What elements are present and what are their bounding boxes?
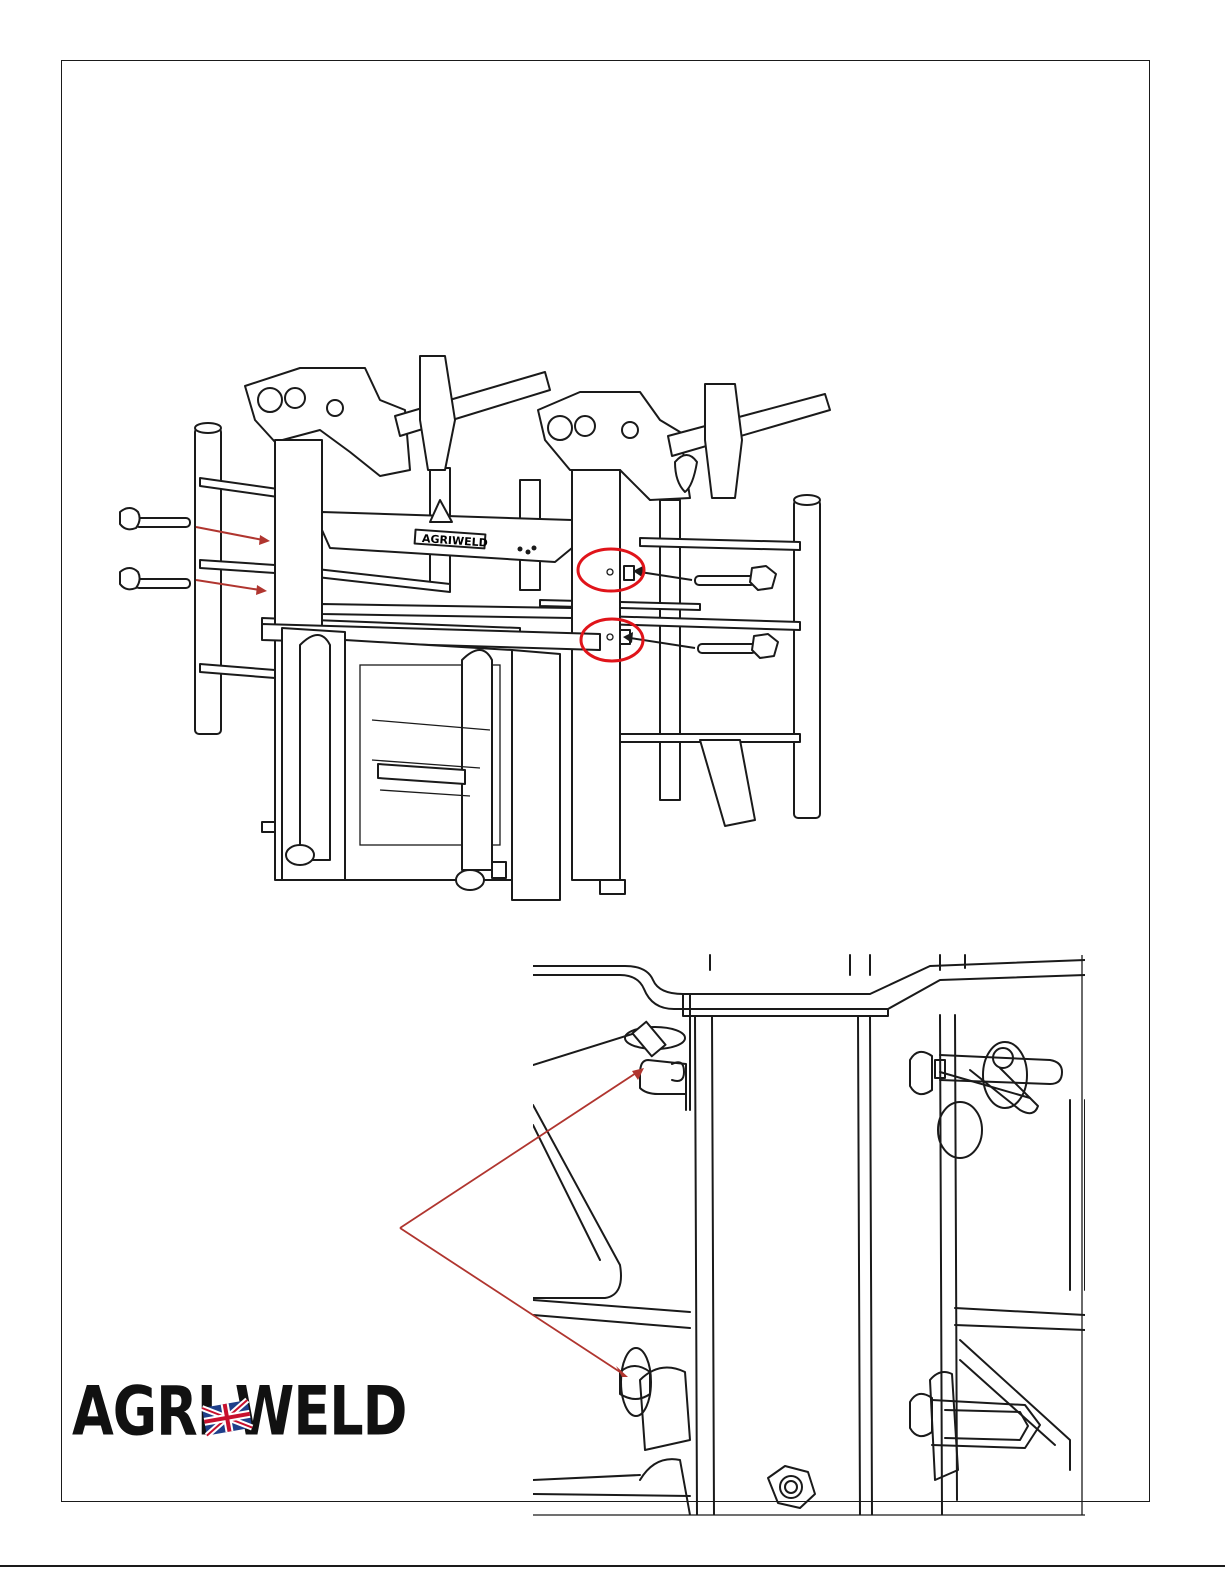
callout-arrows-detail — [400, 1068, 644, 1377]
linch-pin-lower-left — [620, 1348, 651, 1416]
pin-right-lower — [910, 1372, 1040, 1480]
brand-logo-text: AGRI-WELD — [72, 1372, 406, 1451]
linch-pin-upper-left — [625, 1022, 686, 1110]
pin-right-upper — [910, 1042, 1062, 1158]
